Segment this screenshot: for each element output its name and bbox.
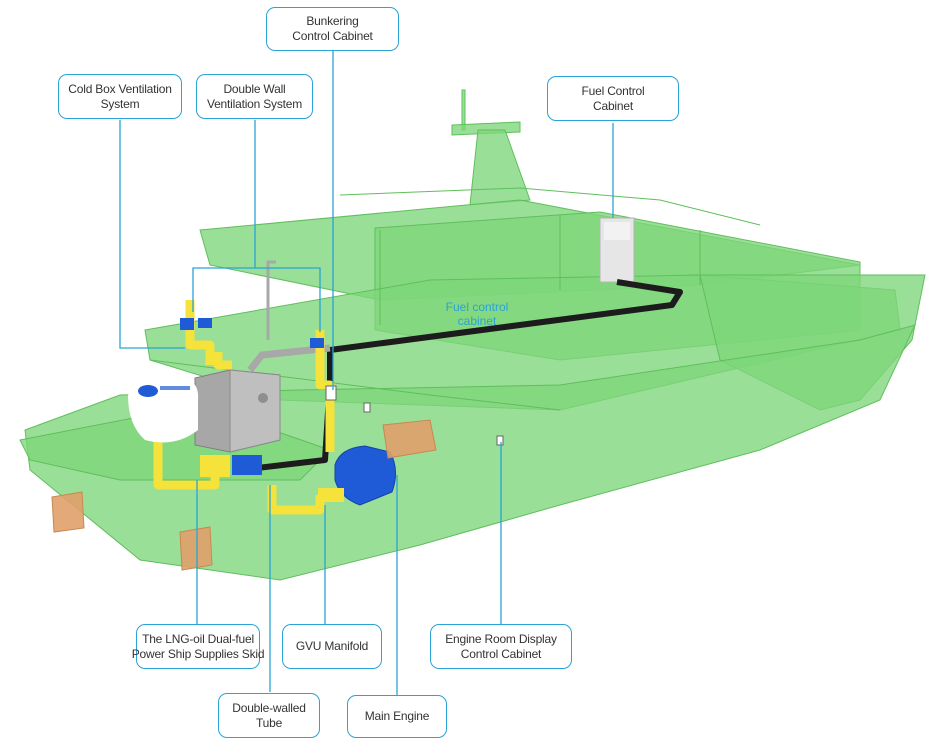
callout-line: Fuel Control <box>581 83 645 98</box>
radar-tower <box>469 129 531 206</box>
callout-gvu-manifold: GVU Manifold <box>282 624 382 669</box>
callout-line: Control Cabinet <box>292 29 373 43</box>
callout-line: Power Ship Supplies Skid <box>131 646 265 661</box>
callout-double-walled-tube: Double-walled Tube <box>218 693 320 738</box>
callout-line: Double-walled <box>232 700 306 715</box>
callout-line: System <box>100 96 140 111</box>
callout-line: Tube <box>255 715 283 730</box>
leader-lines <box>119 51 614 695</box>
logo-mark <box>128 375 199 443</box>
callout-line: Cabinet <box>593 98 633 113</box>
blue-valves <box>180 318 324 348</box>
orange-tanks <box>51 419 437 571</box>
yellow-pipes <box>153 300 335 515</box>
callout-fuel-control-cabinet: Fuel Control Cabinet <box>547 76 679 121</box>
inline-label-line: cabinet <box>457 314 497 328</box>
main-engine-unit <box>318 445 396 506</box>
fuel-control-cabinet-unit <box>599 217 635 283</box>
callout-line: Cold Box Ventilation <box>68 81 172 96</box>
callout-line: Double Wall <box>223 81 286 96</box>
callout-double-wall-ventilation: Double Wall Ventilation System <box>196 74 313 119</box>
callout-line: Main Engine <box>364 709 430 723</box>
callout-cold-box-ventilation: Cold Box Ventilation System <box>58 74 182 119</box>
inline-label-line: Fuel control <box>445 300 509 314</box>
callout-main-engine: Main Engine <box>347 695 447 738</box>
callout-lng-skid: The LNG-oil Dual-fuel Power Ship Supplie… <box>132 624 265 669</box>
grey-pipe <box>247 344 331 373</box>
callout-line: Control Cabinet <box>460 646 542 661</box>
ship-hull <box>19 89 926 581</box>
callout-line: Ventilation System <box>206 96 303 111</box>
control-boxes <box>325 385 504 446</box>
callout-line: Engine Room Display <box>445 631 557 646</box>
lower-hull <box>24 324 916 581</box>
callout-engine-room-display: Engine Room Display Control Cabinet <box>430 624 572 669</box>
callout-line: The LNG-oil Dual-fuel <box>142 631 254 646</box>
lng-skid-unit <box>194 369 281 477</box>
vent-pipe <box>266 260 276 340</box>
callout-bunkering-control-cabinet: Bunkering Control Cabinet <box>266 7 399 51</box>
callout-line: GVU Manifold <box>295 639 369 653</box>
inline-label-fuel-control: Fuel control cabinet <box>432 300 522 328</box>
callout-line: Bunkering <box>306 14 359 28</box>
